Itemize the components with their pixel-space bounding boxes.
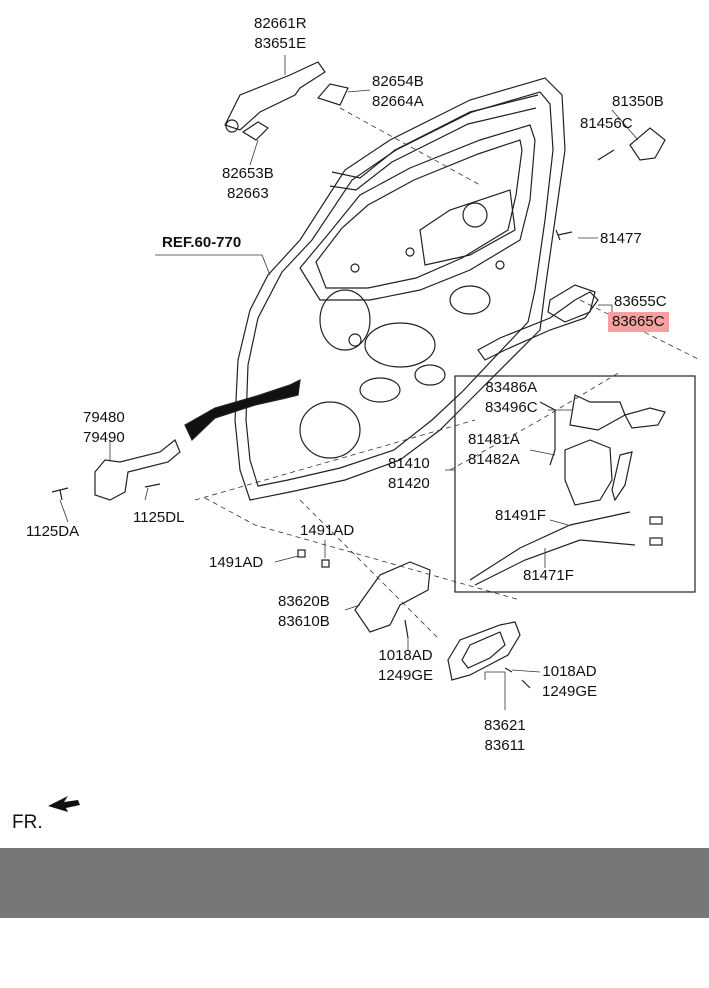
label-outside-handle: 82661R 83651E — [254, 15, 307, 52]
label-gasket-rear: 82653B 82663 — [222, 165, 274, 202]
footer-text: HYUNDAI KIA - 83665H0000 N - 83665C — [105, 939, 619, 967]
label-glass-run: 83655C 83665C — [608, 292, 669, 332]
label-cable-a: 81491F — [495, 507, 546, 524]
cables — [469, 511, 631, 581]
label-actuator: 83486A 83496C — [485, 379, 538, 416]
door-frame — [234, 77, 566, 501]
gasket-front — [316, 83, 349, 106]
label-inside-handle: 83620B 83610B — [278, 593, 330, 630]
label-bolt-81477: 81477 — [600, 230, 642, 247]
label-bolt-1125da: 1125DA — [26, 523, 80, 540]
label-ref: REF.60-770 — [162, 234, 242, 251]
label-striker-screw: 81456C — [580, 115, 633, 132]
label-rod: 81481A 81482A — [468, 431, 520, 468]
direction-label: FR. — [12, 812, 43, 833]
label-gasket-front: 82654B 82664A — [372, 73, 424, 110]
label-bolt-1125dl: 1125DL — [133, 509, 185, 526]
latch-detail-box — [454, 375, 696, 593]
label-striker: 81350B — [612, 93, 664, 110]
label-latch: 81410 81420 — [388, 455, 430, 492]
striker — [629, 127, 666, 161]
label-bezel: 83621 83611 — [484, 717, 526, 754]
striker-screw — [597, 149, 615, 161]
outside-handle — [224, 61, 326, 131]
glass-run — [477, 291, 599, 361]
gasket-rear — [241, 121, 269, 141]
label-clip-left: 1491AD — [209, 554, 264, 571]
footer-bar: HYUNDAI KIA - 83665H0000 N - 83665C — [0, 848, 709, 967]
label-clip-top: 1491AD — [300, 522, 355, 539]
handle-bezel — [447, 621, 521, 681]
latch — [564, 439, 613, 506]
door-checker — [94, 439, 181, 501]
highlighted-part-number: 83665C — [608, 312, 669, 332]
assembly-arrow — [184, 378, 301, 442]
label-screw-b: 1018AD 1249GE — [542, 663, 598, 700]
inside-handle — [354, 561, 431, 633]
fr-arrow-icon — [48, 796, 80, 812]
label-checker: 79480 79490 — [83, 409, 125, 446]
door-exploded-diagram — [48, 55, 701, 812]
label-cable-b: 81471F — [523, 567, 574, 584]
label-screw-a: 1018AD 1249GE — [378, 647, 434, 684]
